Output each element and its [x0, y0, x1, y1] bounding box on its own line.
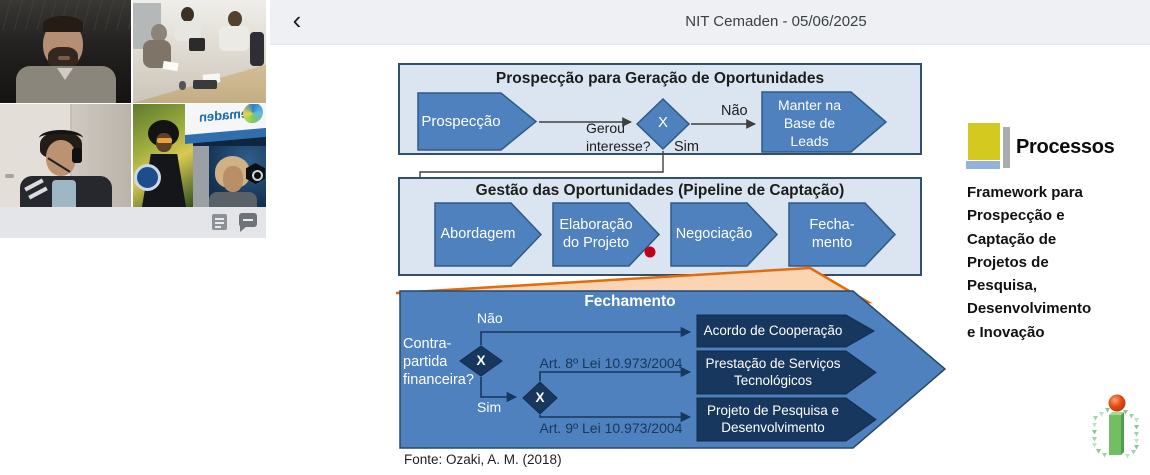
step-elaboracao-label: Elaboração do Projeto — [559, 217, 633, 251]
logo-bar — [1109, 415, 1121, 455]
notes-line — [215, 222, 224, 224]
person-b-head — [181, 7, 194, 22]
processos-logo-yellow — [968, 123, 1000, 160]
processos-logo-blue — [966, 161, 1000, 169]
paper-sheet — [162, 60, 179, 72]
participant-video-3[interactable] — [0, 104, 131, 207]
step-abordagem-label: Abordagem — [440, 226, 516, 242]
red-dot-marker — [644, 246, 656, 258]
chat-icon[interactable] — [239, 213, 257, 232]
connector-art9-projeto — [539, 411, 692, 423]
participant-video-4[interactable]: Cemaden — [133, 104, 266, 207]
decision1-label: X — [657, 114, 668, 131]
participant-3-shirt — [52, 180, 76, 207]
outcome2-label: Prestação de Serviços Tecnológicos — [705, 356, 841, 388]
outcome1-label: Acordo de Cooperação — [703, 323, 843, 338]
participant-4-face — [223, 166, 243, 192]
box1-title: Prospecção para Geração de Oportunidades — [495, 70, 825, 87]
participant-1-hair — [43, 16, 83, 32]
law9-label: Art. 9º Lei 10.973/2004 — [539, 420, 683, 436]
framework-description: Framework para Prospecção e Captação de … — [967, 184, 1092, 341]
nao-label-box1: Não — [721, 103, 748, 119]
connector-sim-decision3 — [480, 377, 518, 403]
person-a-head — [151, 24, 167, 42]
logo-bar-side — [1121, 412, 1124, 455]
headset-band-icon — [39, 130, 83, 146]
nao-label-box3: Não — [477, 310, 503, 326]
step-prospeccao-label: Prospecção — [421, 113, 501, 130]
source-citation: Fonte: Ozaki, A. M. (2018) — [404, 452, 562, 467]
decision2-label: X — [476, 353, 486, 368]
door-handle — [5, 174, 14, 178]
back-button[interactable]: ‹ — [292, 5, 302, 35]
box2-title: Gestão das Oportunidades (Pipeline de Ca… — [475, 182, 845, 199]
processos-logo-bar — [1003, 127, 1010, 168]
chat-line — [243, 219, 253, 221]
cemaden-swirl-icon — [243, 104, 263, 124]
keyboard — [193, 80, 217, 89]
sidebar-toolbar — [0, 207, 266, 238]
notes-line — [215, 226, 221, 228]
meeting-notes-icon[interactable] — [212, 214, 227, 230]
hexagon-badge-ring — [252, 170, 263, 181]
step-negociacao-label: Negociação — [675, 226, 753, 242]
avatar-glasses — [157, 138, 172, 143]
participant-video-2[interactable] — [133, 0, 266, 103]
box3-title: Fechamento — [584, 293, 676, 310]
logo-dot — [1108, 394, 1126, 412]
summit-badge — [134, 164, 161, 191]
office-chair — [250, 32, 264, 66]
step-fechamento-label: Fecha- mento — [809, 217, 855, 251]
sim-label-box1: Sim — [674, 139, 699, 155]
keep-in-base-label: Manter na Base de Leads — [777, 97, 842, 149]
participant-video-1[interactable] — [0, 0, 131, 103]
law8-label: Art. 8º Lei 10.973/2004 — [539, 355, 683, 371]
person-c-head — [228, 11, 242, 27]
wall-segment — [193, 146, 209, 207]
decision3-label: X — [535, 390, 545, 405]
person-b-body — [174, 21, 201, 41]
participant-1-mouth — [58, 56, 70, 60]
processos-label: Processos — [1016, 136, 1115, 158]
institute-logo — [1092, 394, 1139, 459]
presentation-header: ‹ NIT Cemaden - 05/06/2025 — [270, 0, 1150, 45]
logo-bar-top — [1109, 412, 1124, 415]
mouse — [179, 81, 186, 90]
presentation-title: NIT Cemaden - 05/06/2025 — [685, 13, 867, 30]
participant-4-body — [209, 192, 257, 207]
participants-panel: Cemaden — [0, 0, 266, 475]
connector-art8-prestacao — [539, 366, 692, 381]
chat-tail — [240, 226, 247, 232]
sim-label-box3: Sim — [477, 399, 502, 415]
laptop — [189, 38, 205, 51]
headset-earcup-icon — [72, 148, 82, 163]
connector-nao-acordo — [480, 326, 692, 345]
person-c-body — [219, 26, 249, 51]
notes-line — [215, 218, 224, 220]
outcome3-label: Projeto de Pesquisa e Desenvolvimento — [706, 403, 840, 435]
